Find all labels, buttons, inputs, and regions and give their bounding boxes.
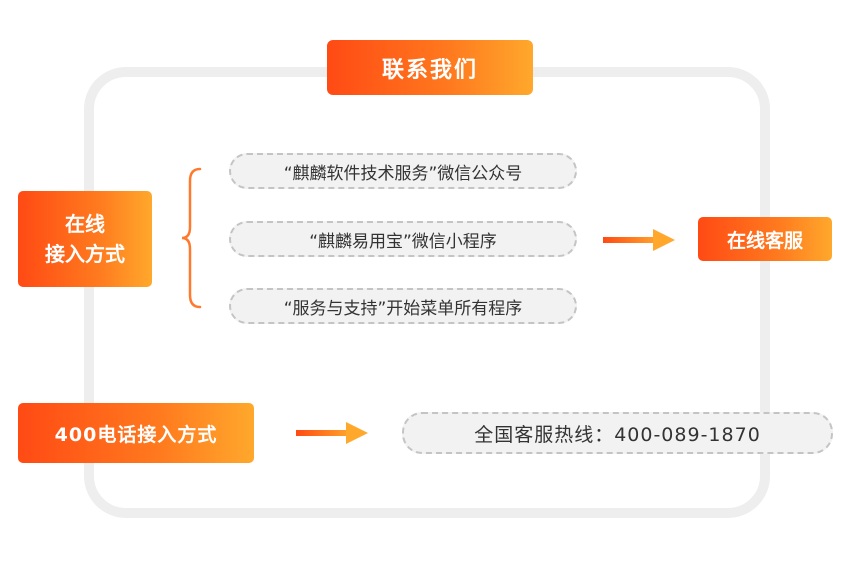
- online-customer-service: 在线客服: [698, 217, 832, 261]
- page-title: 联系我们: [327, 40, 533, 95]
- channel-wechat-mini-program: “麒麟易用宝”微信小程序: [229, 221, 577, 257]
- phone-access-label: 400电话接入方式: [18, 403, 254, 463]
- arrow-right-icon: [296, 422, 368, 444]
- online-access-label-line1: 在线: [65, 212, 105, 236]
- channel-start-menu-program: “服务与支持”开始菜单所有程序: [229, 288, 577, 324]
- channel-wechat-official-account: “麒麟软件技术服务”微信公众号: [229, 153, 577, 189]
- hotline-number: 全国客服热线：400-089-1870: [402, 412, 833, 454]
- bracket-icon: [181, 167, 202, 309]
- arrow-right-icon: [603, 229, 675, 251]
- online-access-label-line2: 接入方式: [45, 242, 125, 266]
- online-access-label: 在线 接入方式: [18, 191, 152, 287]
